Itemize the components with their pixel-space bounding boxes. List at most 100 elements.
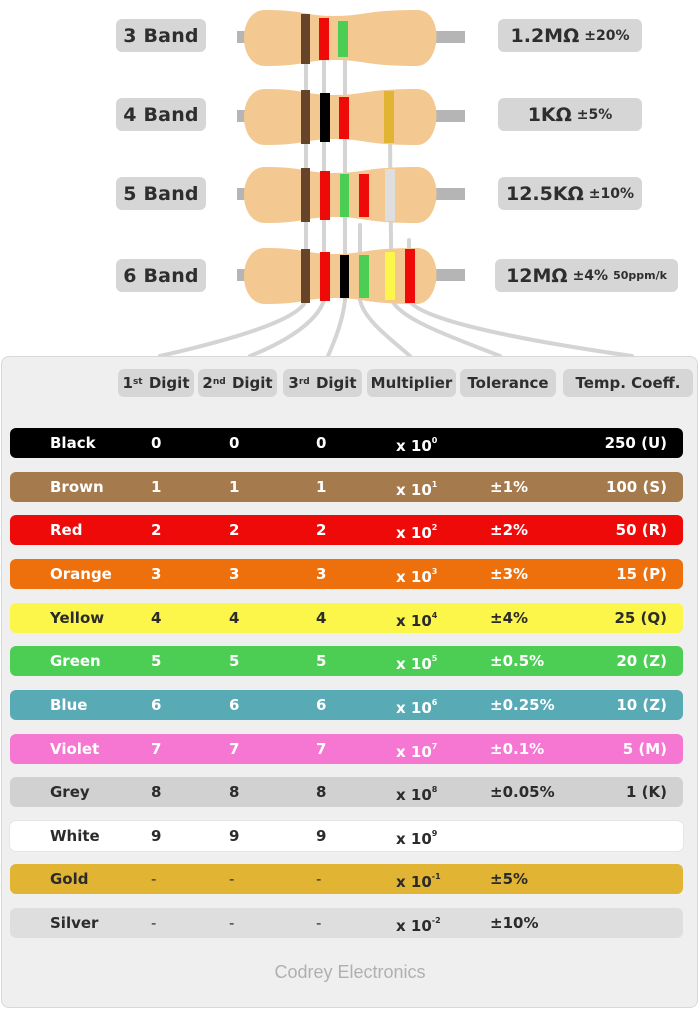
second-digit: 5 [229, 652, 240, 670]
value-label-3: 1.2MΩ±20% [498, 19, 642, 52]
color-name: Grey [50, 783, 90, 801]
multiplier: x 102 [396, 515, 437, 545]
tolerance: ±4% [490, 609, 529, 627]
header-label: Digit [231, 374, 273, 392]
multiplier-exponent: 5 [431, 654, 438, 663]
multiplier-base: x 10 [396, 830, 432, 848]
tolerance: ±1% [490, 478, 529, 496]
multiplier-base: x 10 [396, 612, 432, 630]
tolerance: ±2% [490, 521, 529, 539]
value-label-4: 1KΩ±5% [498, 98, 642, 131]
second-digit: 3 [229, 565, 240, 583]
third-digit: - [316, 914, 322, 932]
multiplier: x 109 [396, 821, 437, 851]
multiplier: x 100 [396, 428, 437, 458]
tolerance-value: ±20% [584, 27, 630, 44]
second-digit: 1 [229, 478, 240, 496]
tolerance: ±0.1% [490, 740, 545, 758]
tolerance: ±3% [490, 565, 529, 583]
color-name: Silver [50, 914, 99, 932]
multiplier-exponent: 6 [431, 698, 438, 707]
multiplier-base: x 10 [396, 917, 432, 935]
header-label: Tolerance [467, 374, 549, 392]
tolerance: ±0.25% [490, 696, 555, 714]
multiplier-exponent: 7 [431, 742, 438, 751]
tolerance: ±0.05% [490, 783, 555, 801]
temp-coeff: 100 (S) [605, 478, 667, 496]
first-digit: 5 [151, 652, 162, 670]
multiplier-exponent: 2 [431, 523, 438, 532]
second-digit: 4 [229, 609, 240, 627]
header-label: Digit [148, 374, 190, 392]
tolerance-value: ±10% [588, 185, 634, 202]
tolerance-value: ±4% [572, 267, 609, 284]
resistance-value: 1KΩ [527, 103, 572, 126]
temp-coeff: 20 (Z) [616, 652, 667, 670]
second-digit: 9 [229, 827, 240, 845]
third-digit: 2 [316, 521, 327, 539]
header-sup: rd [298, 377, 310, 387]
multiplier-base: x 10 [396, 699, 432, 717]
color-name: Violet [50, 740, 100, 758]
third-digit: 8 [316, 783, 327, 801]
band-label-5: 5 Band [116, 177, 206, 210]
third-digit: 7 [316, 740, 327, 758]
third-digit: 1 [316, 478, 327, 496]
first-digit: - [151, 870, 157, 888]
first-digit: 7 [151, 740, 162, 758]
temp-coeff-value: 50ppm/k [613, 269, 667, 282]
multiplier-base: x 10 [396, 481, 432, 499]
first-digit: 6 [151, 696, 162, 714]
second-digit: 0 [229, 434, 240, 452]
second-digit: - [229, 914, 235, 932]
multiplier-base: x 10 [396, 786, 432, 804]
header-tolerance: Tolerance [460, 369, 556, 397]
first-digit: 4 [151, 609, 162, 627]
multiplier: x 103 [396, 559, 437, 589]
third-digit: 3 [316, 565, 327, 583]
third-digit: - [316, 870, 322, 888]
third-digit: 0 [316, 434, 327, 452]
band-label-3: 3 Band [116, 19, 206, 52]
resistor-5-band [237, 167, 465, 223]
header-multiplier: Multiplier [367, 369, 456, 397]
first-digit: - [151, 914, 157, 932]
tolerance: ±0.5% [490, 652, 545, 670]
band-label-text: 5 Band [123, 182, 199, 205]
temp-coeff: 1 (K) [626, 783, 667, 801]
third-digit: 5 [316, 652, 327, 670]
temp-coeff: 25 (Q) [614, 609, 667, 627]
color-name: Gold [50, 870, 89, 888]
tolerance: ±5% [490, 870, 529, 888]
first-digit: 1 [151, 478, 162, 496]
band-label-4: 4 Band [116, 98, 206, 131]
multiplier-exponent: 1 [431, 480, 438, 489]
multiplier-base: x 10 [396, 655, 432, 673]
resistance-value: 1.2MΩ [510, 24, 580, 47]
temp-coeff: 50 (R) [615, 521, 667, 539]
color-name: Brown [50, 478, 104, 496]
color-name: White [50, 827, 100, 845]
multiplier-exponent: 4 [431, 611, 438, 620]
value-label-5: 12.5KΩ±10% [498, 177, 642, 210]
multiplier: x 105 [396, 646, 437, 676]
header-num: 3 [288, 374, 299, 392]
header-temp-coeff: Temp. Coeff. [563, 369, 693, 397]
multiplier-exponent: -1 [431, 872, 441, 881]
multiplier: x 107 [396, 734, 437, 764]
multiplier: x 101 [396, 472, 437, 502]
multiplier: x 108 [396, 777, 437, 807]
header-num: 2 [202, 374, 213, 392]
multiplier-exponent: 3 [431, 567, 438, 576]
header-label: Temp. Coeff. [575, 374, 681, 392]
multiplier: x 104 [396, 603, 437, 633]
